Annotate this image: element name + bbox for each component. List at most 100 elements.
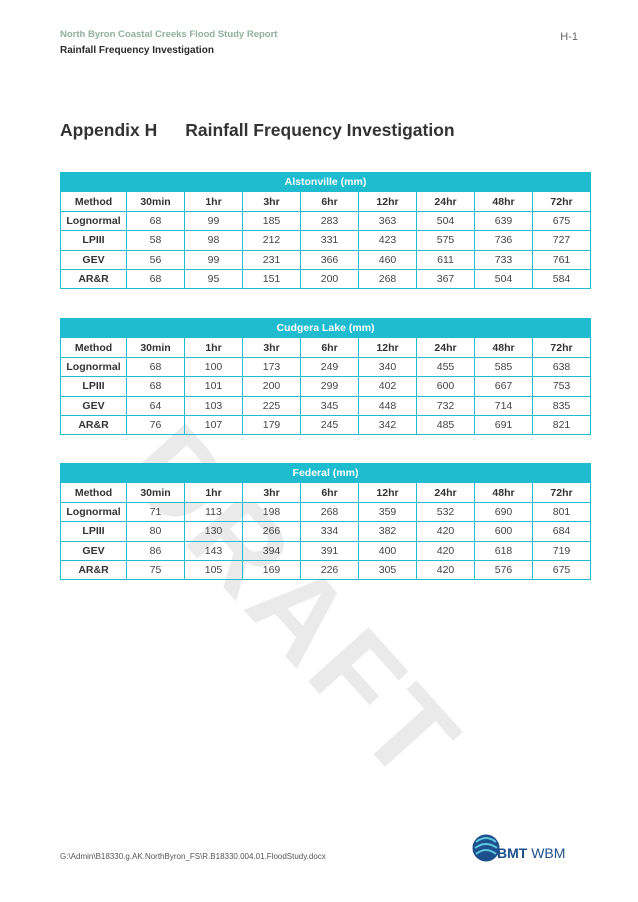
- draft-watermark: DRAFT: [100, 401, 487, 810]
- column-header: Method: [60, 482, 127, 503]
- value-cell: 391: [300, 540, 359, 561]
- value-cell: 366: [300, 249, 359, 270]
- value-cell: 363: [358, 210, 417, 232]
- value-cell: 173: [242, 356, 301, 378]
- value-cell: 345: [300, 395, 359, 416]
- method-cell: Lognormal: [60, 210, 127, 232]
- method-cell: Lognormal: [60, 501, 127, 523]
- value-cell: 212: [242, 230, 301, 251]
- value-cell: 532: [416, 501, 475, 523]
- column-header: 30min: [126, 191, 185, 212]
- value-cell: 130: [184, 521, 243, 542]
- column-header: 72hr: [531, 337, 592, 358]
- value-cell: 485: [416, 414, 475, 436]
- value-cell: 455: [416, 356, 475, 378]
- method-cell: GEV: [60, 249, 127, 270]
- value-cell: 76: [126, 414, 185, 436]
- value-cell: 359: [358, 501, 417, 523]
- value-cell: 200: [242, 376, 301, 397]
- column-header: 1hr: [184, 191, 243, 212]
- value-cell: 58: [126, 230, 185, 251]
- value-cell: 618: [474, 540, 533, 561]
- value-cell: 690: [474, 501, 533, 523]
- value-cell: 169: [242, 559, 301, 581]
- value-cell: 684: [532, 521, 591, 542]
- value-cell: 305: [358, 559, 417, 581]
- method-cell: GEV: [60, 540, 127, 561]
- column-header: 72hr: [532, 191, 591, 212]
- file-path: G:\Admin\B18330.g.AK.NorthByron_FS\R.B18…: [60, 852, 326, 861]
- value-cell: 420: [416, 540, 475, 561]
- value-cell: 334: [300, 521, 359, 542]
- value-cell: 753: [531, 376, 592, 397]
- column-header: 3hr: [242, 337, 301, 358]
- value-cell: 801: [532, 501, 591, 523]
- method-cell: LPIII: [60, 521, 127, 542]
- value-cell: 113: [184, 501, 243, 523]
- value-cell: 736: [474, 230, 533, 251]
- value-cell: 68: [126, 268, 185, 290]
- value-cell: 342: [358, 414, 417, 436]
- value-cell: 638: [531, 356, 592, 378]
- column-header: 3hr: [242, 191, 301, 212]
- value-cell: 200: [300, 268, 359, 290]
- value-cell: 667: [474, 376, 533, 397]
- value-cell: 575: [416, 230, 475, 251]
- value-cell: 367: [416, 268, 475, 290]
- value-cell: 299: [300, 376, 359, 397]
- value-cell: 71: [126, 501, 185, 523]
- value-cell: 68: [126, 356, 185, 378]
- value-cell: 423: [358, 230, 417, 251]
- value-cell: 585: [474, 356, 533, 378]
- report-title: North Byron Coastal Creeks Flood Study R…: [60, 29, 278, 40]
- value-cell: 75: [126, 559, 185, 581]
- column-header: 12hr: [358, 482, 417, 503]
- value-cell: 727: [532, 230, 591, 251]
- method-cell: LPIII: [60, 376, 127, 397]
- value-cell: 198: [242, 501, 301, 523]
- value-cell: 283: [300, 210, 359, 232]
- column-header: 30min: [126, 337, 185, 358]
- value-cell: 821: [531, 414, 592, 436]
- value-cell: 420: [416, 559, 475, 581]
- value-cell: 95: [184, 268, 243, 290]
- column-header: 1hr: [184, 337, 243, 358]
- value-cell: 101: [184, 376, 243, 397]
- value-cell: 56: [126, 249, 185, 270]
- column-header: Method: [60, 337, 127, 358]
- section-title: Rainfall Frequency Investigation: [60, 45, 214, 56]
- value-cell: 504: [474, 268, 533, 290]
- method-cell: GEV: [60, 395, 127, 416]
- value-cell: 268: [300, 501, 359, 523]
- column-header: 12hr: [358, 337, 417, 358]
- value-cell: 584: [532, 268, 591, 290]
- table-title: Federal (mm): [60, 462, 591, 484]
- value-cell: 80: [126, 521, 185, 542]
- table-title: Alstonville (mm): [60, 171, 591, 193]
- value-cell: 732: [416, 395, 475, 416]
- page-number: H-1: [560, 31, 578, 43]
- column-header: 3hr: [242, 482, 301, 503]
- column-header: 6hr: [300, 191, 359, 212]
- value-cell: 331: [300, 230, 359, 251]
- value-cell: 600: [416, 376, 475, 397]
- column-header: 24hr: [416, 191, 475, 212]
- value-cell: 105: [184, 559, 243, 581]
- column-header: 48hr: [474, 191, 533, 212]
- value-cell: 98: [184, 230, 243, 251]
- appendix-label: Appendix H: [60, 120, 158, 140]
- value-cell: 151: [242, 268, 301, 290]
- column-header: 6hr: [300, 482, 359, 503]
- column-header: Method: [60, 191, 127, 212]
